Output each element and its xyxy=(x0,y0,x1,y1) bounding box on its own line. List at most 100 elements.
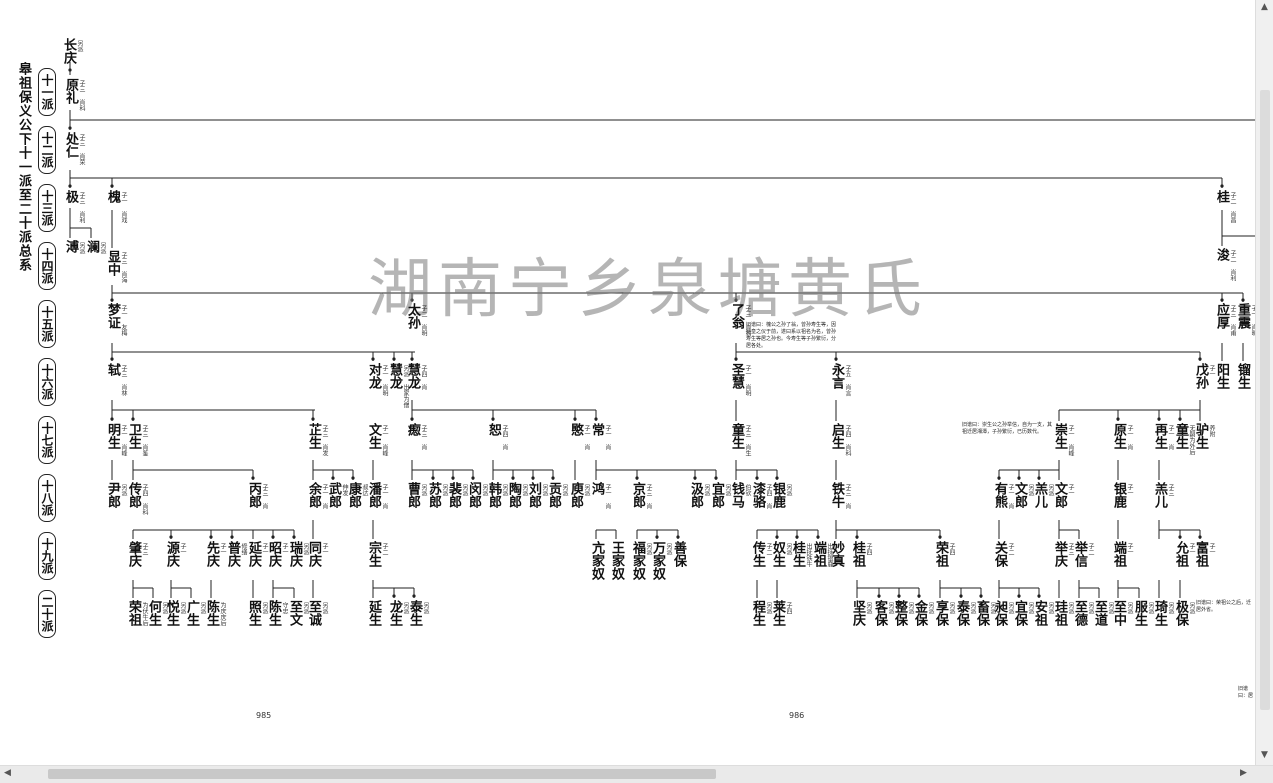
tree-node-dot xyxy=(938,535,942,539)
person-name: 重震 xyxy=(1235,303,1250,329)
person-note: 出抚铁牛 xyxy=(805,543,812,567)
person-name: 源庆 xyxy=(164,541,179,567)
tree-node-dot xyxy=(1241,298,1245,302)
tree-node-dot xyxy=(511,476,515,480)
person-name: 照生 xyxy=(246,600,261,626)
person-note: 另派 xyxy=(1047,484,1054,496)
person-name: 长庆 xyxy=(61,38,76,64)
tree-node-dot xyxy=(734,298,738,302)
tree-node-dot xyxy=(997,476,1001,480)
person-name: 整保 xyxy=(892,600,907,626)
note-box-3: 旧谱曰：荣祖公之后，迁居外省。 xyxy=(1196,600,1252,613)
tree-node-dot xyxy=(959,594,963,598)
scroll-right-icon[interactable]: ▶ xyxy=(1240,768,1247,778)
vertical-scrollbar[interactable]: ▲ ▼ xyxy=(1255,0,1273,765)
scroll-up-icon[interactable]: ▲ xyxy=(1261,2,1268,12)
tree-node-dot xyxy=(410,298,414,302)
person-note: 另派 xyxy=(865,602,872,614)
tree-node-dot xyxy=(131,417,135,421)
person-note: 子一 友梅 xyxy=(120,305,127,336)
person-name: 贡郎 xyxy=(546,482,561,508)
person-note: 子一 肖 xyxy=(1126,425,1133,450)
person-note: 另派 xyxy=(76,40,83,52)
person-note: 子一 肖峰 xyxy=(120,425,127,456)
person-name: 举庆 xyxy=(1052,541,1067,567)
generation-badge: 十三派 xyxy=(38,184,56,232)
person-name: 戊孙 xyxy=(1193,363,1208,389)
tree-node-dot xyxy=(410,357,414,361)
scroll-down-icon[interactable]: ▼ xyxy=(1261,750,1268,760)
person-note: 子三 肖海 xyxy=(120,252,127,283)
person-name: 银鹿 xyxy=(770,482,785,508)
person-note: 另派 xyxy=(785,543,792,555)
person-name: 莱生 xyxy=(770,600,785,626)
horizontal-scroll-thumb[interactable] xyxy=(48,769,716,779)
person-note: 无嗣为外后 xyxy=(1188,425,1195,455)
person-note: 子四 肖 xyxy=(420,365,427,390)
tree-node-dot xyxy=(110,357,114,361)
person-name: 传郎 xyxy=(126,482,141,508)
tree-node-dot xyxy=(551,476,555,480)
person-name: 京郎 xyxy=(630,482,645,508)
person-name: 慧龙 xyxy=(405,363,420,389)
tree-node-dot xyxy=(451,476,455,480)
person-note: 另派 xyxy=(420,484,427,496)
person-name: 汲郎 xyxy=(688,482,703,508)
person-name: 肇庆 xyxy=(126,541,141,567)
person-note: 另派 xyxy=(887,602,894,614)
vertical-scroll-thumb[interactable] xyxy=(1260,90,1270,710)
person-note: 子一 肖 xyxy=(1167,425,1174,450)
person-name: 刘郎 xyxy=(526,482,541,508)
tree-node-dot xyxy=(1157,417,1161,421)
person-note: 伸发 xyxy=(341,484,348,496)
person-name: 福家奴 xyxy=(630,541,645,580)
person-name: 溥 xyxy=(63,240,78,253)
person-note: 子三 肖翁 xyxy=(744,305,751,336)
person-note: 另派 xyxy=(521,484,528,496)
person-note: 子四 肖科 xyxy=(141,484,148,515)
generation-badge: 十九派 xyxy=(38,532,56,580)
person-name: 曹郎 xyxy=(405,482,420,508)
person-name: 韩郎 xyxy=(486,482,501,508)
person-name: 极保 xyxy=(1173,600,1188,626)
person-note: 子三 肖科 xyxy=(78,80,85,111)
person-name: 富祖 xyxy=(1193,541,1208,567)
tree-node-dot xyxy=(392,594,396,598)
person-note: 养附 xyxy=(1208,425,1215,437)
person-note: 另派 xyxy=(302,602,309,614)
tree-node-dot xyxy=(471,476,475,480)
person-name: 了翁 xyxy=(729,303,744,329)
scroll-left-icon[interactable]: ◀ xyxy=(4,768,11,778)
person-name: 驴生 xyxy=(1193,423,1208,449)
person-name: 浚 xyxy=(1214,248,1229,261)
tree-node-dot xyxy=(897,594,901,598)
tree-node-dot xyxy=(68,126,72,130)
person-note: 子二 xyxy=(381,543,388,555)
generation-badge: 十七派 xyxy=(38,416,56,464)
tree-node-dot xyxy=(877,594,881,598)
tree-lines xyxy=(68,62,1255,598)
person-name: 有熊 xyxy=(992,482,1007,508)
tree-node-dot xyxy=(1017,594,1021,598)
person-note: 子三 肖利 xyxy=(78,192,85,223)
person-name: 万家奴 xyxy=(650,541,665,580)
tree-node-dot xyxy=(531,476,535,480)
person-note: 伯钦 xyxy=(744,484,751,496)
generation-badge: 二十派 xyxy=(38,590,56,638)
tree-node-dot xyxy=(1037,476,1041,480)
person-note: 子三 肖 xyxy=(844,484,851,509)
person-name: 庾郎 xyxy=(568,482,583,508)
person-name: 传生 xyxy=(750,541,765,567)
person-name: 文郎 xyxy=(1052,482,1067,508)
person-name: 银鹿 xyxy=(1111,482,1126,508)
person-note: 另派 xyxy=(1188,602,1195,614)
person-name: 裴郎 xyxy=(446,482,461,508)
person-name: 至诚 xyxy=(306,600,321,626)
tree-node-dot xyxy=(775,535,779,539)
person-name: 何生 xyxy=(146,600,161,626)
person-name: 坚庆 xyxy=(850,600,865,626)
horizontal-scrollbar[interactable]: ◀ ▶ xyxy=(0,765,1273,783)
person-name: 桂 xyxy=(1214,190,1229,203)
tree-node-dot xyxy=(1178,417,1182,421)
generation-badge: 十一派 xyxy=(38,68,56,116)
